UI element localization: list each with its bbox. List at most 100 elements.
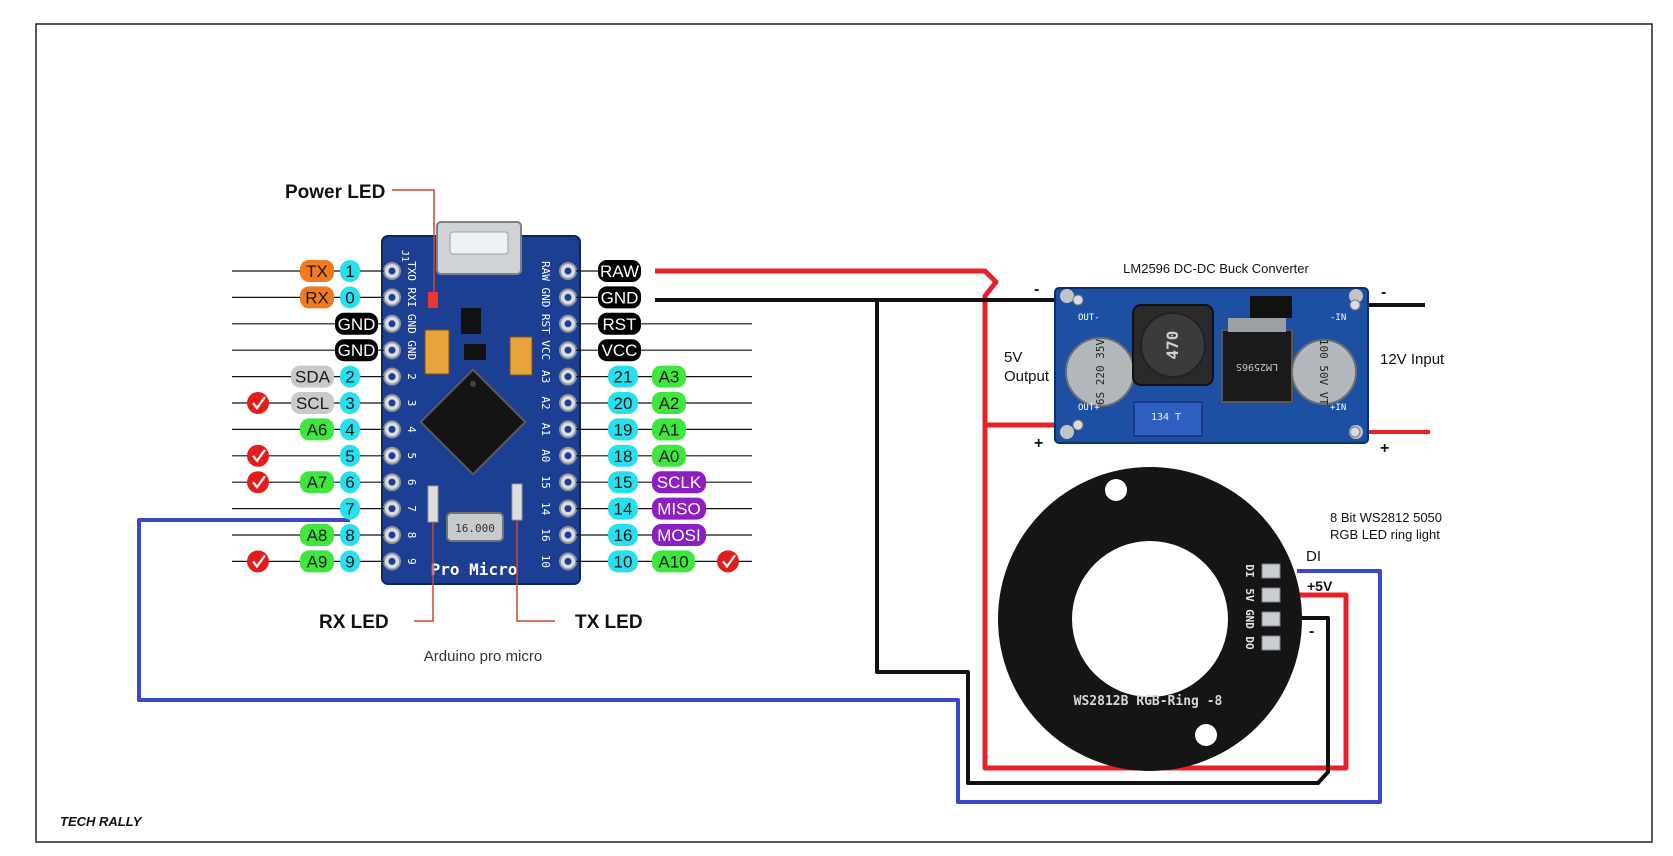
pad-left-label: 3 xyxy=(405,400,418,407)
pad-right-hole xyxy=(564,267,572,275)
pad-right-hole xyxy=(564,293,572,301)
pot-text: 134 T xyxy=(1151,412,1181,423)
input-capacitor xyxy=(1291,339,1357,405)
pin-tag-right-bg xyxy=(652,550,695,573)
pin-tag-right-bg xyxy=(598,339,641,362)
input-cap-text: 100 50V VT xyxy=(1317,339,1330,406)
buck-converter: 6S 220 35V 470 LM2596S 134 T 100 50V VT … xyxy=(1054,287,1369,444)
pad-right-label: GND xyxy=(539,287,552,307)
ring-pad xyxy=(1261,635,1281,651)
pin-number-left: 8 xyxy=(345,526,354,545)
pin-tag-right: RST xyxy=(603,315,637,334)
pin-tag-left-bg xyxy=(300,550,334,573)
pin-number-right-bg xyxy=(608,418,638,441)
output-label: Output xyxy=(1004,368,1050,385)
ring-pad xyxy=(1261,563,1281,579)
pin-number-left-bg xyxy=(340,418,360,441)
ic-text: LM2596S xyxy=(1236,361,1278,372)
pad-right-label: A1 xyxy=(539,423,552,436)
pad-right-hole xyxy=(564,346,572,354)
rx-led-component xyxy=(427,485,439,523)
power-led-component xyxy=(428,292,438,308)
pin-number-left-bg xyxy=(340,444,360,467)
wire-pin7-to-ring-di xyxy=(137,518,1382,804)
pin-tag-left: GND xyxy=(338,315,376,334)
arduino-caption: Arduino pro micro xyxy=(424,648,542,665)
pad-right-label: RAW xyxy=(539,261,552,281)
pin-tag-left-bg xyxy=(300,471,334,494)
pin-number-left: 9 xyxy=(345,552,354,571)
pin-tag-left-bg xyxy=(300,418,334,441)
pin-tag-left: A7 xyxy=(307,473,328,492)
arduino-pads: TXORXIGNDGND23456789RAWGNDRSTVCCA3A2A1A0… xyxy=(383,261,577,571)
pin-number-right: 14 xyxy=(614,500,633,519)
pad-left-hole xyxy=(388,557,396,565)
pad-left-label: GND xyxy=(405,340,418,360)
wire-raw-to-out-plus xyxy=(655,268,1078,428)
pad-left-hole xyxy=(388,320,396,328)
pad-left-hole xyxy=(388,452,396,460)
pin-tag-right-bg xyxy=(652,392,686,414)
pad-right-hole xyxy=(564,320,572,328)
wire-gnd-to-ring xyxy=(875,300,1330,785)
pad-out-minus: OUT- xyxy=(1078,313,1100,323)
ring-di-label: DI xyxy=(1306,548,1321,565)
pad-right-label: VCC xyxy=(539,340,552,360)
pin-tag-right-bg xyxy=(652,365,686,388)
rx-led-label: RX LED xyxy=(319,612,389,633)
ring-pad xyxy=(1261,611,1281,627)
pin-number-right-bg xyxy=(608,524,638,546)
pin-tag-right-bg xyxy=(652,524,706,546)
check-icon xyxy=(247,444,269,467)
inductor-text: 470 xyxy=(1163,331,1182,360)
out-plus-sign: + xyxy=(1034,435,1043,452)
wire-5v-to-ring xyxy=(982,425,1349,771)
pad-right-hole xyxy=(564,531,572,539)
pad-left-hole xyxy=(388,505,396,513)
pad-right-hole xyxy=(564,373,572,381)
pin-tag-left: GND xyxy=(338,341,376,360)
ring-pad-label: DI xyxy=(1243,564,1256,577)
pin-number-right: 20 xyxy=(614,394,633,413)
buck-title: LM2596 DC-DC Buck Converter xyxy=(1123,261,1309,276)
pad-left-hole xyxy=(388,478,396,486)
pin-tag-left: A8 xyxy=(307,526,328,545)
corner-j1: J1 xyxy=(399,250,410,262)
check-icon-mark xyxy=(252,396,266,410)
pad-left-hole xyxy=(388,267,396,275)
pad-left-label: 6 xyxy=(405,479,418,486)
pin-number-left: 6 xyxy=(345,473,354,492)
input-12v-label: 12V Input xyxy=(1380,351,1445,368)
pad-out-plus: OUT+ xyxy=(1078,403,1100,413)
pad-right-label: A2 xyxy=(539,396,552,409)
pin-number-right: 19 xyxy=(614,420,633,439)
pin-number-right-bg xyxy=(608,444,638,467)
pad-right-label: 14 xyxy=(539,502,552,516)
pin-number-right: 15 xyxy=(614,473,633,492)
ring-pad xyxy=(1261,587,1281,603)
pin-number-right-bg xyxy=(608,550,638,573)
pin-number-left: 2 xyxy=(345,368,354,387)
pad-right-hole xyxy=(564,399,572,407)
pin-tag-right-bg xyxy=(652,418,686,441)
pin-number-right: 18 xyxy=(614,447,633,466)
pin-tag-right: VCC xyxy=(602,341,638,360)
pad-left-hole xyxy=(388,531,396,539)
pin-tag-right: A2 xyxy=(659,394,680,413)
pin-number-left-bg xyxy=(340,286,360,309)
pad-left-hole xyxy=(388,293,396,301)
pad-left-label: 7 xyxy=(405,505,418,512)
pin-tag-right-bg xyxy=(598,312,641,335)
pad-left-hole xyxy=(388,425,396,433)
pin-tag-right-bg xyxy=(652,444,686,467)
pad-left-hole xyxy=(388,346,396,354)
pin-tag-right-bg xyxy=(598,286,641,309)
pin-tag-left-bg xyxy=(335,339,378,362)
check-icon xyxy=(247,550,269,573)
crystal xyxy=(446,512,504,542)
in-plus-sign: + xyxy=(1380,440,1389,457)
pin-tag-left-bg xyxy=(291,365,334,388)
pad-left-label: 5 xyxy=(405,452,418,459)
pad-right-label: RST xyxy=(539,314,552,334)
